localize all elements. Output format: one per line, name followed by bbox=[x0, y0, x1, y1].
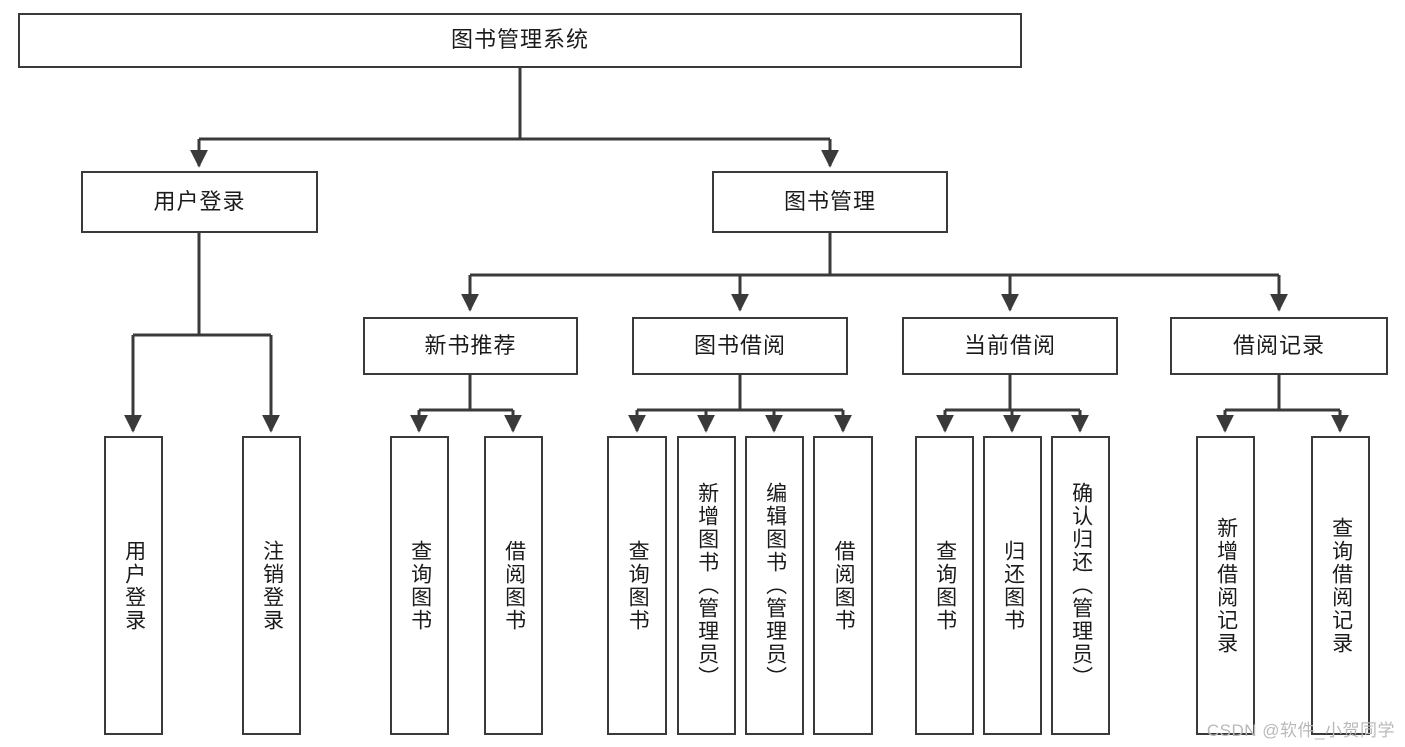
leaf-label: 新增图书（管理员） bbox=[695, 482, 719, 689]
node-new-book-recommend[interactable]: 新书推荐 bbox=[363, 317, 578, 375]
node-current-borrow[interactable]: 当前借阅 bbox=[902, 317, 1118, 375]
node-borrow-record[interactable]: 借阅记录 bbox=[1170, 317, 1388, 375]
leaf-return-book[interactable]: 归还图书 bbox=[983, 436, 1042, 735]
leaf-borrow-book-recommend[interactable]: 借阅图书 bbox=[484, 436, 543, 735]
leaf-user-login[interactable]: 用户登录 bbox=[104, 436, 163, 735]
leaf-label: 编辑图书（管理员） bbox=[763, 482, 787, 689]
leaf-label: 借阅图书 bbox=[502, 539, 526, 632]
node-book-management[interactable]: 图书管理 bbox=[712, 171, 948, 233]
csdn-watermark: CSDN @软件_小贺同学 bbox=[1206, 721, 1395, 740]
leaf-label: 用户登录 bbox=[122, 539, 146, 632]
leaf-label: 查询图书 bbox=[626, 539, 650, 632]
leaf-label: 查询借阅记录 bbox=[1329, 516, 1353, 655]
leaf-query-book-borrow[interactable]: 查询图书 bbox=[607, 436, 667, 735]
leaf-borrow-book[interactable]: 借阅图书 bbox=[813, 436, 873, 735]
leaf-label: 注销登录 bbox=[260, 539, 284, 632]
leaf-add-borrow-record[interactable]: 新增借阅记录 bbox=[1196, 436, 1255, 735]
leaf-label: 确认归还（管理员） bbox=[1069, 482, 1093, 689]
leaf-query-book-current[interactable]: 查询图书 bbox=[915, 436, 974, 735]
leaf-label: 查询图书 bbox=[408, 539, 432, 632]
node-root-system[interactable]: 图书管理系统 bbox=[18, 13, 1022, 68]
leaf-edit-book-admin[interactable]: 编辑图书（管理员） bbox=[745, 436, 804, 735]
leaf-label: 新增借阅记录 bbox=[1214, 516, 1238, 655]
leaf-add-book-admin[interactable]: 新增图书（管理员） bbox=[677, 436, 736, 735]
leaf-query-book-recommend[interactable]: 查询图书 bbox=[390, 436, 449, 735]
leaf-label: 借阅图书 bbox=[832, 539, 856, 632]
leaf-query-borrow-record[interactable]: 查询借阅记录 bbox=[1311, 436, 1370, 735]
leaf-label: 查询图书 bbox=[933, 539, 957, 632]
node-book-borrow[interactable]: 图书借阅 bbox=[632, 317, 848, 375]
leaf-label: 归还图书 bbox=[1001, 539, 1025, 632]
leaf-logout[interactable]: 注销登录 bbox=[242, 436, 301, 735]
leaf-confirm-return-admin[interactable]: 确认归还（管理员） bbox=[1051, 436, 1110, 735]
node-user-login[interactable]: 用户登录 bbox=[81, 171, 318, 233]
